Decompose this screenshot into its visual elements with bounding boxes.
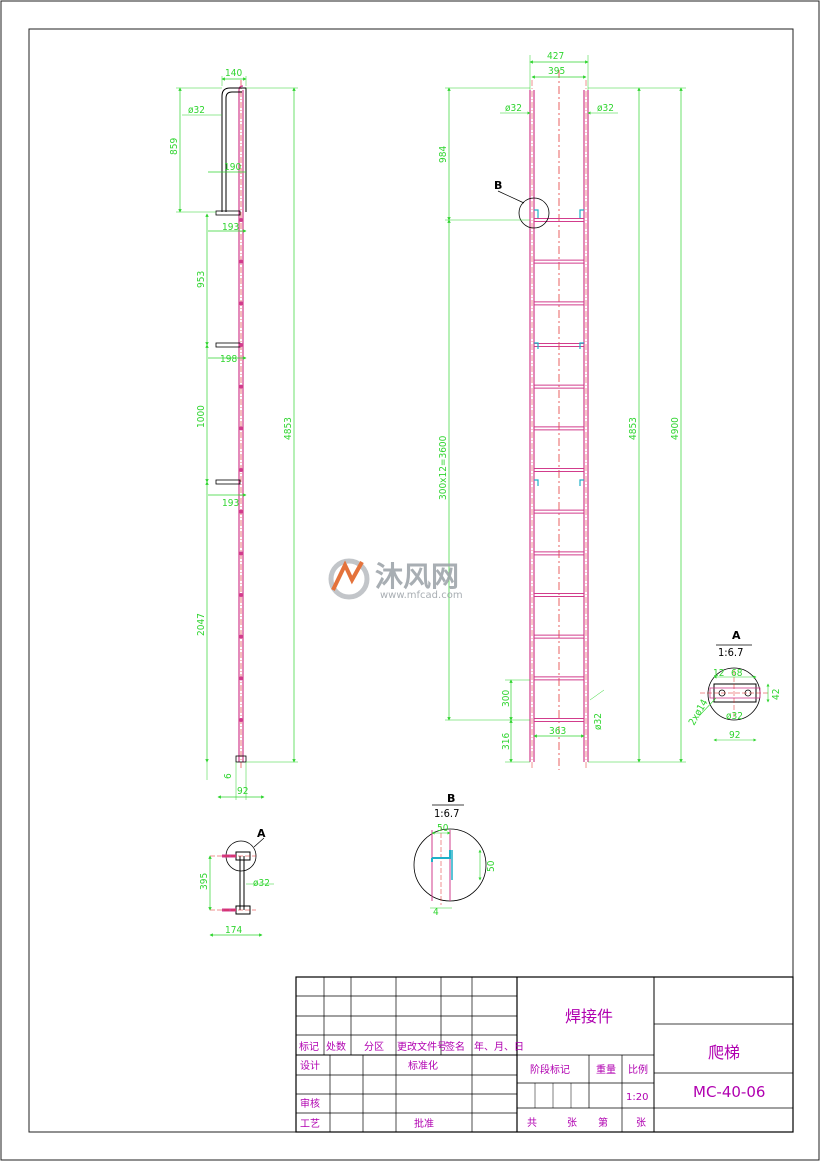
- side-dim-92: 92: [237, 786, 248, 797]
- watermark-url: www.mfcad.com: [380, 590, 463, 601]
- detail-a-dim-92: 92: [729, 730, 740, 741]
- title-block: [295, 976, 794, 1133]
- rung-section: [239, 509, 243, 514]
- front-dim-363: 363: [549, 726, 566, 737]
- side-dim-140: 140: [225, 68, 242, 79]
- tb-standardize: 标准化: [408, 1059, 438, 1072]
- side-dim-953: 953: [196, 271, 207, 288]
- drawing-number: MC-40-06: [693, 1083, 765, 1101]
- part-type: 焊接件: [565, 1007, 613, 1026]
- scale-value: 1:20: [626, 1092, 648, 1103]
- side-dim-2047: 2047: [196, 613, 207, 636]
- tb-change-doc: 更改文件号: [397, 1040, 447, 1053]
- detail-b-scale: 1:6.7: [434, 807, 459, 820]
- rung-section: [239, 676, 243, 681]
- tb-no: 第: [598, 1116, 608, 1129]
- title-block-text: 标记 处数 分区 更改文件号 签名 年、月、日 设计 标准化 审核 工艺 批准 …: [299, 1007, 765, 1130]
- rung-section: [239, 301, 243, 306]
- rung-section: [239, 384, 243, 389]
- detail-b-dim-50-height: 50: [486, 860, 497, 872]
- side-dim-193-top: 193: [222, 222, 239, 233]
- tb-count: 处数: [326, 1040, 346, 1053]
- top-dim-diameter-32: ø32: [253, 878, 270, 889]
- tb-sheets: 张: [567, 1117, 577, 1129]
- top-dim-174: 174: [225, 925, 242, 936]
- detail-b-dim-4: 4: [433, 907, 439, 918]
- tb-total: 共: [527, 1117, 537, 1129]
- front-dim-4900: 4900: [670, 417, 681, 440]
- front-dim-4853: 4853: [628, 417, 639, 440]
- watermark: 沐风网 www.mfcad.com: [328, 558, 463, 601]
- side-dim-190: 190: [224, 162, 241, 173]
- rung-section: [239, 551, 243, 556]
- front-view: B 427 395 ø32 ø32 984 300x12=3600 4853 4…: [438, 51, 686, 770]
- detail-a: A 1:6.7 12 68 42 2xø14 ø32 92: [687, 629, 782, 742]
- side-dim-6: 6: [223, 773, 234, 779]
- tb-sign: 签名: [445, 1040, 465, 1053]
- rung-section: [239, 593, 243, 597]
- front-dim-984: 984: [438, 146, 449, 163]
- rung-section: [239, 343, 243, 347]
- watermark-text: 沐风网: [375, 560, 459, 593]
- detail-b-dim-50-width: 50: [437, 823, 449, 834]
- side-view: 140 ø32 859 190 193 953 198 1000 4853 19…: [169, 68, 298, 800]
- side-dim-diameter-32: ø32: [188, 105, 205, 116]
- rung-section: [239, 468, 243, 472]
- side-dim-198: 198: [220, 354, 237, 365]
- side-dim-193-bottom: 193: [222, 498, 239, 509]
- rung-section: [239, 426, 243, 431]
- front-dim-395: 395: [548, 66, 565, 77]
- callout-b-label: B: [494, 179, 502, 192]
- detail-a-dim-42: 42: [771, 689, 782, 700]
- side-dim-4853: 4853: [283, 417, 294, 440]
- side-dim-1000: 1000: [196, 405, 207, 428]
- front-dim-316: 316: [501, 733, 512, 750]
- detail-b: B 1:6.7 50 50 4: [413, 792, 497, 918]
- tb-design: 设计: [300, 1059, 320, 1072]
- tb-process: 工艺: [300, 1118, 320, 1130]
- tb-zone: 分区: [364, 1041, 384, 1053]
- detail-a-title: A: [732, 629, 741, 642]
- front-dim-427: 427: [547, 51, 564, 62]
- rung-section: [239, 259, 243, 264]
- tb-weight: 重量: [596, 1063, 616, 1076]
- front-dim-300: 300: [501, 690, 512, 707]
- detail-a-dim-12: 12: [713, 668, 724, 679]
- tb-date: 年、月、日: [474, 1040, 524, 1053]
- callout-a-label: A: [257, 827, 266, 840]
- top-dim-395: 395: [199, 873, 210, 890]
- side-dim-859: 859: [169, 138, 180, 155]
- detail-b-title: B: [447, 792, 455, 805]
- rung-section: [239, 718, 243, 722]
- tb-stage-mark: 阶段标记: [530, 1063, 570, 1076]
- drawing-title: 爬梯: [708, 1043, 740, 1062]
- tb-mark: 标记: [299, 1041, 319, 1053]
- tb-approve: 批准: [414, 1117, 434, 1130]
- detail-a-scale: 1:6.7: [718, 646, 743, 659]
- rung-section: [239, 218, 243, 222]
- tb-scale: 比例: [628, 1063, 648, 1076]
- tb-sheet: 张: [636, 1117, 646, 1129]
- front-dim-diameter-32-rung: ø32: [593, 713, 604, 730]
- tb-review: 审核: [300, 1097, 320, 1110]
- detail-a-dim-diameter-32: ø32: [726, 711, 743, 722]
- detail-a-dim-holes: 2xø14: [687, 698, 711, 728]
- front-dim-diameter-32-left: ø32: [505, 103, 522, 114]
- front-dim-rung-spacing: 300x12=3600: [438, 435, 449, 500]
- rung-section: [239, 634, 243, 639]
- detail-a-dim-68: 68: [731, 668, 743, 679]
- top-view: A 395 ø32 174: [199, 827, 274, 937]
- front-dim-diameter-32-right: ø32: [597, 103, 614, 114]
